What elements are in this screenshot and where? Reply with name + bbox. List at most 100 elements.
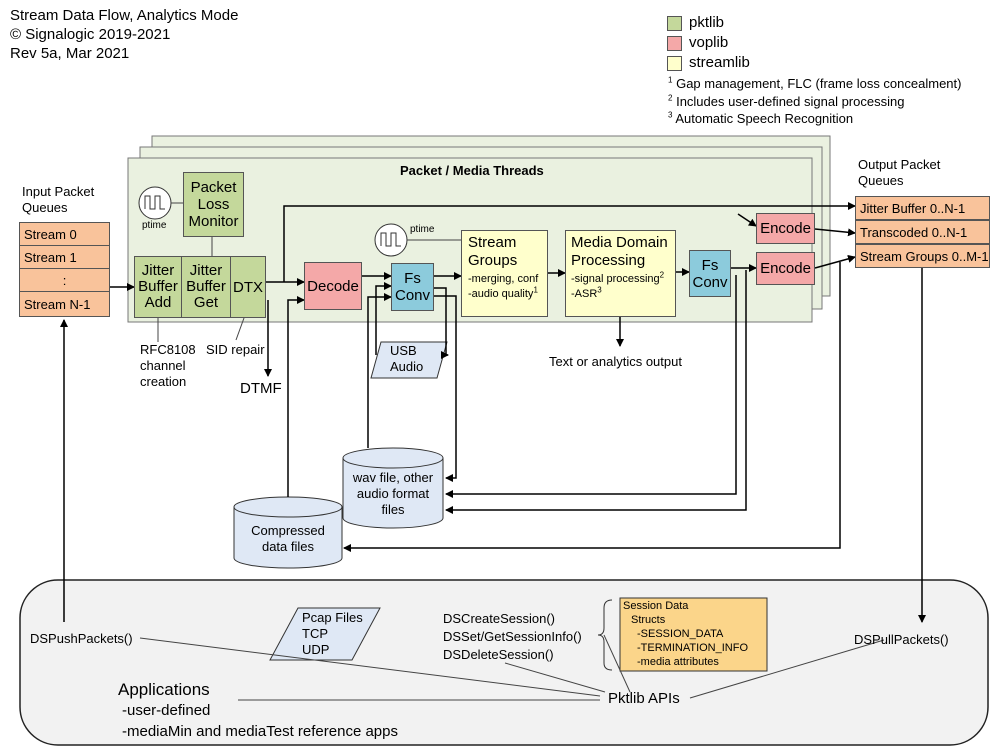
session-data-line-3: -SESSION_DATA [637,628,724,640]
media-domain-sup-2: 2 [659,270,665,280]
wav-line-2: audio format [356,486,430,501]
applications-title: Applications [118,680,210,699]
rfc-label-3: creation [140,374,187,389]
output-queue-transcoded: Transcoded 0..N-1 [855,220,990,244]
wav-line-1: wav file, other [352,470,434,485]
output-queues-title-2: Queues [858,173,904,188]
plm-line-3: Monitor [188,213,239,230]
legend-swatch-voplib [667,36,682,51]
stream-groups-line-1: -merging, conf [468,273,539,285]
jbg-line-1: Jitter [189,262,223,279]
stream-groups-title-1: Stream [468,234,517,251]
rfc-label-1: RFC8108 [140,342,196,357]
media-domain-title-2: Processing [571,252,646,269]
media-domain-title-1: Media Domain [571,234,668,251]
media-domain-block: Media Domain Processing -signal processi… [565,230,676,317]
footnote-text-2: Includes user-defined signal processing [676,94,905,109]
input-queue-stream-1: Stream 1 [19,245,110,269]
dtmf-label: DTMF [240,380,282,397]
footnote-text-1: Gap management, FLC (frame loss concealm… [676,76,962,91]
jitter-buffer-get-block: Jitter Buffer Get [181,256,231,318]
encode-block-1: Encode [756,213,815,244]
dtx-label: DTX [233,278,263,296]
applications-item-2: -mediaMin and mediaTest reference apps [122,723,398,740]
ptime-clock-icon-2 [374,223,408,257]
input-queues-title-2: Queues [22,200,68,215]
output-queue-jitter-buffer: Jitter Buffer 0..N-1 [855,196,990,220]
jbg-line-2: Buffer [186,278,226,295]
input-queues-title-1: Input Packet [22,184,95,199]
pcap-shape [269,607,381,661]
copyright-text: © Signalogic 2019-2021 [10,26,171,43]
session-data-box [619,597,768,672]
wav-line-3: files [381,502,405,517]
ptime-label: ptime [142,220,167,231]
session-data-line-1: Session Data [623,600,689,612]
session-brace [597,599,613,671]
compressed-files-label: Compressed data files [234,523,342,555]
legend-label-voplib: voplib [689,34,729,51]
footnote-num-1: 1 [668,75,673,85]
ds-create-session: DSCreateSession() [443,611,555,626]
pcap-line-1: Pcap Files [302,610,363,625]
jitter-buffer-add-block: Jitter Buffer Add [134,256,182,318]
usb-audio-shape [370,341,448,379]
ptime-label-2: ptime [410,224,435,235]
legend-swatch-pktlib [667,16,682,31]
text-output-label: Text or analytics output [549,354,682,369]
media-domain-line-1: -signal processing [571,273,660,285]
rfc-label-2: channel [140,358,186,373]
fs-conv-block: Fs Conv [391,263,434,311]
decode-block: Decode [304,262,362,310]
input-queue-stream-n1: Stream N-1 [19,291,110,317]
input-queue-ellipsis: : [19,268,110,292]
jbg-line-3: Get [193,294,219,311]
diagram-title: Stream Data Flow, Analytics Mode [10,7,239,24]
encode-block-2: Encode [756,252,815,285]
usb-label-2: Audio [390,359,424,374]
sid-repair-label: SID repair [206,342,265,357]
fs-conv-2-line-1: Fs [701,256,719,274]
jba-line-3: Add [144,294,172,311]
input-queue-stream-0: Stream 0 [19,222,110,246]
footnote-text-3: Automatic Speech Recognition [675,111,854,126]
session-data-line-4: -TERMINATION_INFO [637,642,749,654]
pcap-line-2: TCP [302,626,328,641]
ds-delete-session: DSDeleteSession() [443,647,554,662]
session-apis: DSCreateSession() DSSet/GetSessionInfo()… [443,610,582,664]
pktlib-apis-label: Pktlib APIs [608,690,680,707]
plm-line-2: Loss [197,196,230,213]
revision-text: Rev 5a, Mar 2021 [10,45,130,62]
session-data-text: Session Data Structs -SESSION_DATA -TERM… [623,599,748,669]
ds-set-get-session-info: DSSet/GetSessionInfo() [443,629,582,644]
usb-label-1: USB [390,343,417,358]
media-domain-sup-3: 3 [597,285,602,295]
ptime-clock-icon [138,186,172,220]
plm-line-1: Packet [190,179,237,196]
compressed-line-2: data files [261,539,315,554]
output-queues-title-1: Output Packet [858,157,941,172]
jba-line-2: Buffer [138,278,178,295]
pcap-line-3: UDP [302,642,330,657]
stream-groups-sup: 1 [533,285,538,295]
legend-swatch-streamlib [667,56,682,71]
footnote-num-2: 2 [668,93,673,103]
session-data-line-5: -media attributes [637,656,719,668]
stream-groups-block: Stream Groups -merging, conf -audio qual… [461,230,548,317]
encode-1-label: Encode [760,220,811,237]
pcap-label: Pcap Files TCP UDP [302,610,363,658]
compressed-files-cylinder [233,496,343,569]
decode-label: Decode [307,277,359,295]
wav-files-cylinder [342,447,444,529]
legend-label-streamlib: streamlib [689,54,750,71]
fs-conv-line-2: Conv [394,287,431,304]
ds-push-packets: DSPushPackets() [30,631,133,646]
stream-groups-title-2: Groups [468,252,518,269]
compressed-line-1: Compressed [251,523,325,538]
jba-line-1: Jitter [141,262,175,279]
media-domain-line-2: -ASR [571,288,598,300]
encode-2-label: Encode [760,260,811,277]
applications-item-1: -user-defined [122,702,211,719]
footnote-num-3: 3 [668,110,673,120]
threads-title: Packet / Media Threads [400,163,544,178]
